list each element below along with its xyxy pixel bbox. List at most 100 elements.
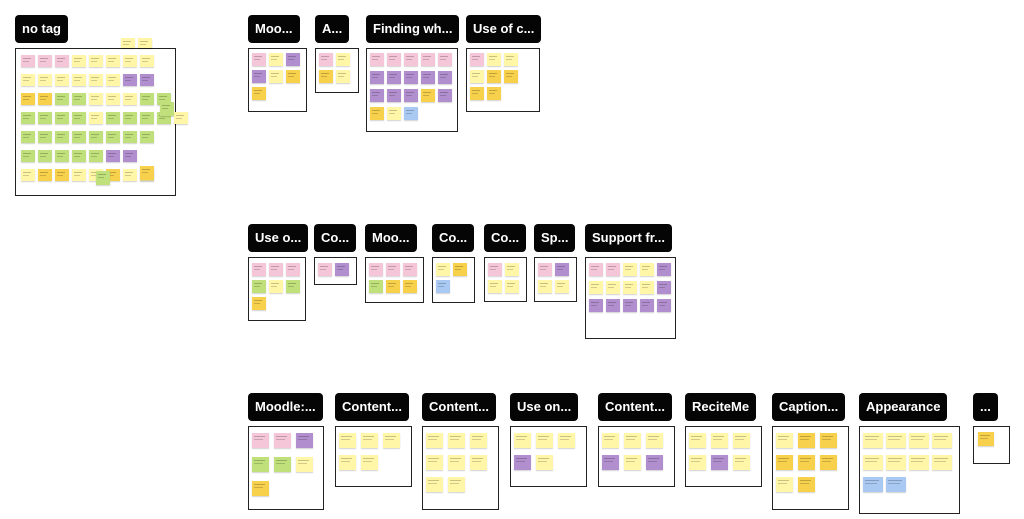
sticky-note[interactable] [89, 112, 103, 124]
cluster-tag-label[interactable]: Content... [598, 393, 672, 421]
sticky-note[interactable] [38, 93, 52, 105]
sticky-note[interactable] [38, 112, 52, 124]
sticky-note[interactable] [404, 89, 418, 102]
cluster-tag-label[interactable]: Appearance [859, 393, 948, 421]
sticky-note[interactable] [863, 433, 883, 448]
sticky-note[interactable] [386, 280, 400, 293]
sticky-note[interactable] [487, 87, 501, 100]
cluster-tag-label[interactable]: Finding wh... [366, 15, 460, 43]
sticky-note[interactable] [252, 70, 266, 83]
sticky-note[interactable] [640, 299, 654, 312]
sticky-note[interactable] [798, 477, 815, 492]
sticky-note[interactable] [72, 112, 86, 124]
sticky-note[interactable] [369, 263, 383, 276]
sticky-note[interactable] [106, 131, 120, 143]
sticky-note[interactable] [403, 280, 417, 293]
sticky-note[interactable] [932, 433, 952, 448]
sticky-note[interactable] [123, 131, 137, 143]
sticky-note[interactable] [470, 433, 487, 448]
sticky-note[interactable] [370, 107, 384, 120]
sticky-note[interactable] [657, 263, 671, 276]
sticky-note[interactable] [387, 71, 401, 84]
sticky-note[interactable] [448, 477, 465, 492]
sticky-note[interactable] [140, 74, 154, 86]
sticky-note[interactable] [863, 477, 883, 492]
sticky-note[interactable] [589, 281, 603, 294]
sticky-note[interactable] [106, 150, 120, 162]
cluster-tag-label[interactable]: Content... [422, 393, 496, 421]
sticky-note[interactable] [978, 432, 994, 446]
sticky-note[interactable] [689, 455, 706, 470]
sticky-note[interactable] [72, 74, 86, 86]
sticky-note[interactable] [538, 263, 552, 276]
sticky-note[interactable] [21, 150, 35, 162]
sticky-note[interactable] [886, 433, 906, 448]
sticky-note[interactable] [296, 433, 313, 448]
sticky-note[interactable] [21, 131, 35, 143]
sticky-note[interactable] [689, 433, 706, 448]
sticky-note[interactable] [640, 281, 654, 294]
sticky-note[interactable] [426, 455, 443, 470]
sticky-note[interactable] [733, 433, 750, 448]
sticky-note[interactable] [488, 280, 502, 293]
sticky-note[interactable] [505, 263, 519, 276]
cluster-tag-label[interactable]: no tag [15, 15, 68, 43]
sticky-note[interactable] [160, 102, 174, 116]
sticky-note[interactable] [252, 297, 266, 310]
sticky-note[interactable] [55, 150, 69, 162]
sticky-note[interactable] [121, 38, 135, 48]
sticky-note[interactable] [487, 53, 501, 66]
sticky-note[interactable] [426, 477, 443, 492]
sticky-note[interactable] [38, 74, 52, 86]
sticky-note[interactable] [436, 280, 450, 293]
sticky-note[interactable] [623, 263, 637, 276]
sticky-note[interactable] [820, 433, 837, 448]
sticky-note[interactable] [286, 70, 300, 83]
sticky-note[interactable] [123, 112, 137, 124]
sticky-note[interactable] [361, 455, 378, 470]
sticky-note[interactable] [646, 455, 663, 470]
sticky-note[interactable] [38, 55, 52, 67]
sticky-note[interactable] [274, 457, 291, 472]
sticky-note[interactable] [336, 53, 350, 66]
sticky-note[interactable] [252, 433, 269, 448]
sticky-note[interactable] [55, 93, 69, 105]
sticky-note[interactable] [369, 280, 383, 293]
sticky-note[interactable] [318, 263, 332, 276]
cluster-tag-label[interactable]: Moodle:... [248, 393, 323, 421]
sticky-note[interactable] [505, 280, 519, 293]
sticky-note[interactable] [504, 53, 518, 66]
sticky-note[interactable] [123, 93, 137, 105]
sticky-note[interactable] [909, 455, 929, 470]
sticky-note[interactable] [319, 70, 333, 83]
sticky-note[interactable] [252, 280, 266, 293]
sticky-note[interactable] [252, 263, 266, 276]
sticky-note[interactable] [421, 53, 435, 66]
sticky-note[interactable] [453, 263, 467, 276]
sticky-note[interactable] [404, 107, 418, 120]
sticky-note[interactable] [21, 112, 35, 124]
sticky-note[interactable] [123, 169, 137, 181]
sticky-note[interactable] [404, 71, 418, 84]
sticky-note[interactable] [38, 131, 52, 143]
sticky-note[interactable] [72, 150, 86, 162]
sticky-note[interactable] [602, 455, 619, 470]
sticky-note[interactable] [269, 53, 283, 66]
sticky-note[interactable] [370, 89, 384, 102]
sticky-note[interactable] [361, 433, 378, 448]
sticky-note[interactable] [776, 455, 793, 470]
sticky-note[interactable] [89, 74, 103, 86]
sticky-note[interactable] [286, 280, 300, 293]
sticky-note[interactable] [140, 131, 154, 143]
cluster-tag-label[interactable]: ReciteMe [685, 393, 757, 421]
sticky-note[interactable] [383, 433, 400, 448]
sticky-note[interactable] [602, 433, 619, 448]
sticky-note[interactable] [387, 89, 401, 102]
sticky-note[interactable] [932, 455, 952, 470]
sticky-note[interactable] [404, 53, 418, 66]
cluster-tag-label[interactable]: Co... [314, 224, 357, 252]
sticky-note[interactable] [387, 53, 401, 66]
sticky-note[interactable] [886, 455, 906, 470]
sticky-note[interactable] [733, 455, 750, 470]
